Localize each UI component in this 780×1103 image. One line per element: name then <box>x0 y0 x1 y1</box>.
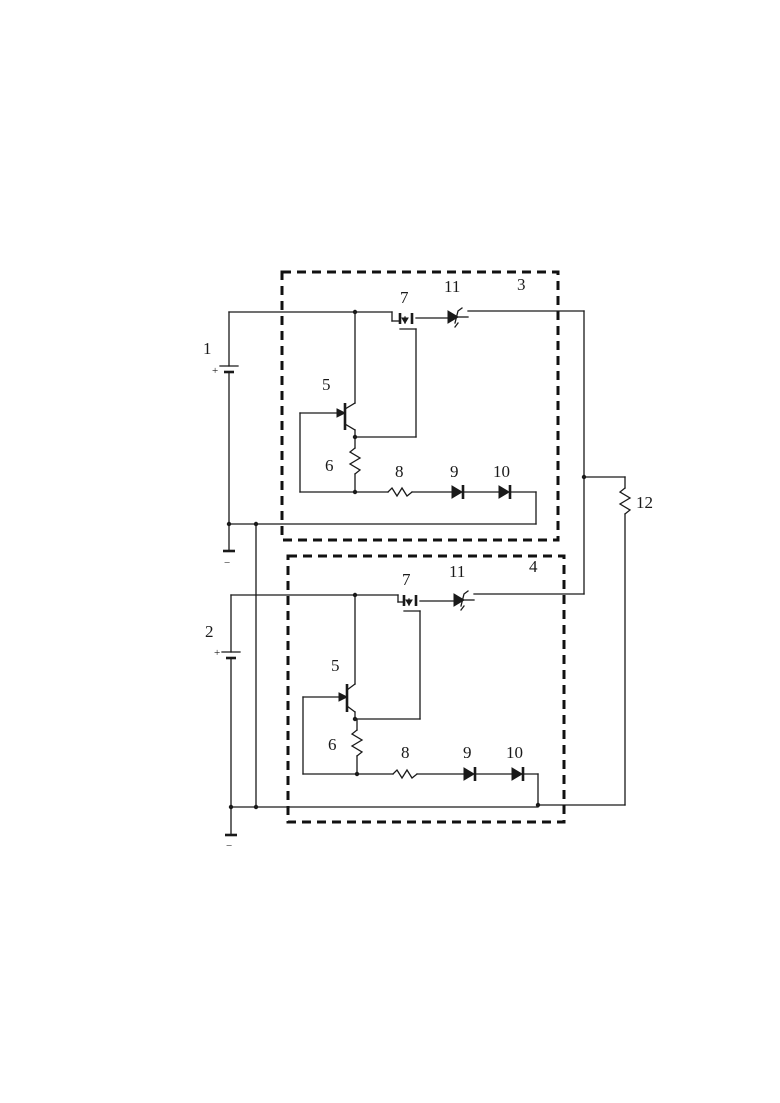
diode-10-top <box>499 485 536 499</box>
label-transistor-5-bottom: 5 <box>331 656 340 675</box>
transistor-bottom <box>303 595 420 721</box>
resistor-8-bottom <box>357 770 464 778</box>
label-resistor-6-bottom: 6 <box>328 735 337 754</box>
label-diode-10-bottom: 10 <box>506 743 523 762</box>
label-zener-11-top: 11 <box>444 277 460 296</box>
label-load-resistor-12: 12 <box>636 493 653 512</box>
resistor-8-top <box>355 488 452 496</box>
battery-top: + − <box>212 312 238 569</box>
label-zener-11-bottom: 11 <box>449 562 465 581</box>
transistor-top <box>300 312 416 439</box>
label-mosfet-7-top: 7 <box>400 288 409 307</box>
battery-top-plus: + <box>212 365 218 377</box>
label-diode-10-top: 10 <box>493 462 510 481</box>
label-module-3: 3 <box>517 275 526 294</box>
mosfet-top <box>392 312 448 437</box>
diode-10-bottom <box>512 767 538 781</box>
label-resistor-6-top: 6 <box>325 456 334 475</box>
diode-9-top <box>452 485 499 499</box>
label-resistor-8-bottom: 8 <box>401 743 410 762</box>
mosfet-bottom <box>398 595 454 719</box>
label-resistor-8-top: 8 <box>395 462 404 481</box>
battery-bottom-plus: + <box>214 647 220 659</box>
battery-top-minus: − <box>224 557 230 569</box>
module-bottom-boundary <box>288 556 564 822</box>
module-bottom: + − <box>205 556 584 852</box>
battery-bottom: + − <box>214 595 240 852</box>
battery-bottom-minus: − <box>226 840 232 852</box>
label-battery-2: 2 <box>205 622 214 641</box>
load-resistor-12: 12 <box>538 311 653 805</box>
label-mosfet-7-bottom: 7 <box>402 570 411 589</box>
label-battery-1: 1 <box>203 339 212 358</box>
label-diode-9-top: 9 <box>450 462 459 481</box>
module-top: + − <box>203 272 584 569</box>
resistor-6-top <box>350 437 360 494</box>
label-diode-9-bottom: 9 <box>463 743 472 762</box>
diode-9-bottom <box>464 767 512 781</box>
label-transistor-5-top: 5 <box>322 375 331 394</box>
resistor-6-bottom <box>352 719 362 776</box>
zener-top <box>448 308 584 327</box>
label-module-4: 4 <box>529 557 538 576</box>
